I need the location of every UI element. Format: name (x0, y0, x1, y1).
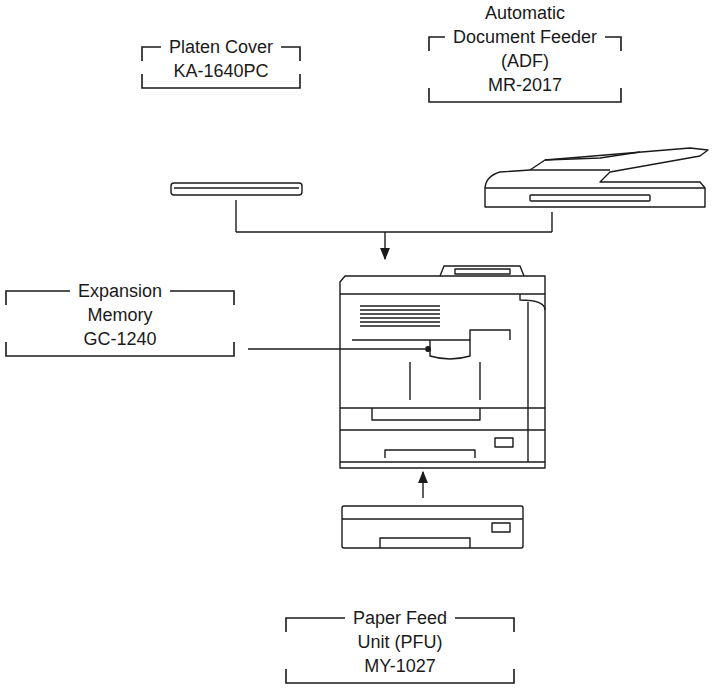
label-text-group: Paper Feed Unit (PFU)MY-1027 (345, 606, 455, 678)
option-name: Paper Feed Unit (PFU) (345, 606, 455, 654)
model-number: MY-1027 (345, 654, 455, 678)
adf-picture (485, 148, 708, 207)
label-text-group: Platen CoverKA-1640PC (146, 35, 296, 83)
insert-arrow (422, 472, 423, 498)
model-number: KA-1640PC (146, 59, 296, 83)
option-label: Paper Feed Unit (PFU)MY-1027 (285, 606, 515, 684)
option-label: Platen CoverKA-1640PC (141, 35, 301, 89)
option-name: Automatic Document Feeder (ADF) (450, 1, 600, 73)
option-name: Platen Cover (146, 35, 296, 59)
model-number: MR-2017 (450, 73, 600, 97)
model-number: GC-1240 (65, 327, 175, 351)
option-label: Expansion MemoryGC-1240 (5, 279, 235, 357)
main-unit-picture (340, 266, 545, 468)
option-name: Expansion Memory (65, 279, 175, 327)
option-label: Automatic Document Feeder (ADF)MR-2017 (428, 1, 622, 103)
merge-arrow (236, 200, 552, 259)
label-text-group: Automatic Document Feeder (ADF)MR-2017 (450, 1, 600, 97)
leader-line (248, 347, 430, 351)
platen-cover-picture (171, 183, 302, 195)
label-text-group: Expansion MemoryGC-1240 (65, 279, 175, 351)
paper-feed-unit-picture (342, 506, 523, 548)
